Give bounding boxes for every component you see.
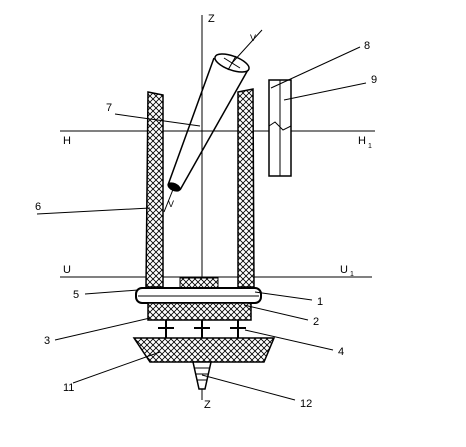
side-rod [268, 79, 292, 177]
v-axis-top-label: V [250, 33, 256, 43]
callout-5: 5 [73, 289, 139, 301]
svg-text:9: 9 [371, 74, 377, 86]
callout-7: 7 [106, 102, 201, 127]
callout-9: 9 [283, 74, 377, 101]
z-axis-top-label: Z [208, 13, 215, 25]
left-column [145, 91, 164, 288]
callout-8: 8 [270, 40, 370, 89]
svg-text:8: 8 [364, 40, 370, 52]
u-axis-right-label: U [340, 264, 348, 276]
callout-2: 2 [243, 304, 319, 328]
support-block [147, 302, 252, 321]
svg-text:12: 12 [300, 398, 312, 410]
h-axis-left-label: H [63, 135, 71, 147]
h-axis-right-label: H [358, 135, 366, 147]
callout-12: 12 [201, 374, 312, 410]
callout-1: 1 [254, 291, 323, 308]
svg-text:3: 3 [44, 335, 50, 347]
u-axis-right-subscript: 1 [350, 271, 354, 278]
callout-11: 11 [63, 351, 161, 394]
v-axis-bottom-label: V [168, 199, 174, 209]
tilted-cylinder [163, 29, 263, 213]
center-block [179, 277, 219, 289]
svg-text:7: 7 [106, 102, 112, 114]
svg-text:4: 4 [338, 346, 344, 358]
svg-text:2: 2 [313, 316, 319, 328]
callout-4: 4 [244, 329, 344, 358]
right-column [237, 88, 255, 288]
lower-base [132, 337, 276, 363]
h-axis-right-subscript: 1 [368, 143, 372, 150]
z-axis-bottom-label: Z [204, 399, 211, 411]
u-axis-left-label: U [63, 264, 71, 276]
svg-text:1: 1 [317, 296, 323, 308]
bolts [158, 320, 246, 338]
svg-text:5: 5 [73, 289, 79, 301]
callout-3: 3 [44, 317, 151, 347]
svg-text:6: 6 [35, 201, 41, 213]
svg-text:11: 11 [63, 382, 74, 394]
callout-6: 6 [35, 201, 151, 215]
